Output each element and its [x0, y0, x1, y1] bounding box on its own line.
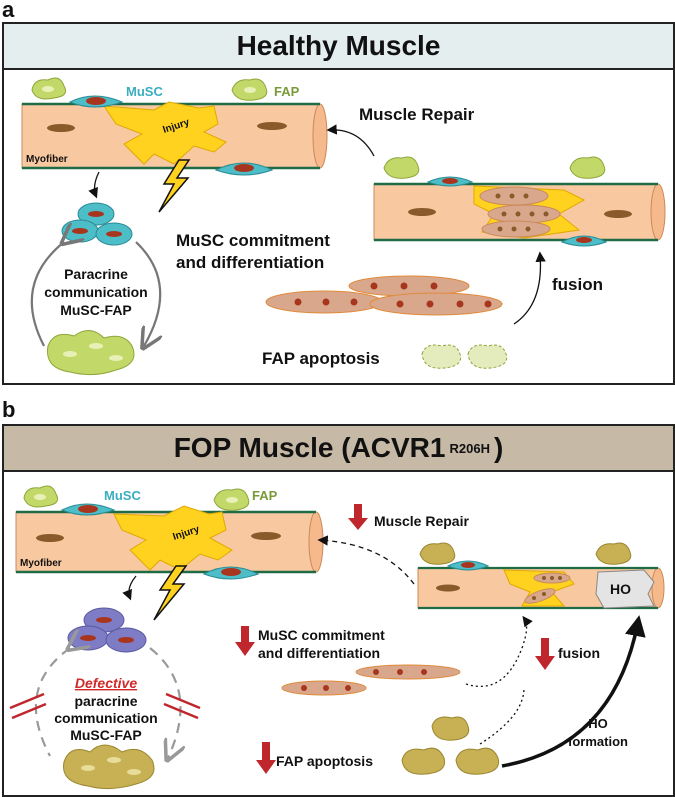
communication-label: communication — [44, 284, 147, 300]
fusion-label: fusion — [558, 645, 600, 661]
defective-label: Defective — [75, 675, 137, 691]
fop-title-close: ) — [493, 432, 504, 463]
ho-formation-label: HO — [588, 716, 608, 731]
commitment-label: MuSC commitment — [258, 627, 385, 643]
fap-cell-fop — [595, 542, 632, 565]
differentiation-label: and differentiation — [176, 253, 324, 272]
healthy-muscle-diagram: Injury MuSC FAP Myofiber — [21, 77, 666, 376]
musc-cluster-fop — [67, 607, 147, 653]
fop-muscle-diagram: Injury MuSC FAP Myofiber — [9, 485, 665, 790]
fap-cluster — [46, 330, 135, 376]
lightning-bolt-icon — [153, 565, 188, 621]
panel-letter-a: a — [2, 0, 15, 22]
blocked-signal-marker — [9, 692, 47, 720]
musc-cluster — [61, 202, 133, 246]
musc-fap-label: MuSC-FAP — [70, 727, 142, 743]
musc-cell — [446, 560, 490, 571]
musc-label: MuSC — [126, 84, 163, 99]
musc-cell — [68, 95, 124, 108]
fap-cell — [213, 488, 250, 511]
fap-cluster-fop — [63, 744, 155, 790]
fap-apoptosis-label: FAP apoptosis — [262, 349, 380, 368]
musc-label: MuSC — [104, 488, 141, 503]
myocytes — [281, 664, 461, 696]
down-arrow-icon — [348, 504, 368, 530]
fap-cell — [31, 77, 67, 100]
blocked-signal-marker — [163, 692, 201, 720]
down-arrow-icon — [535, 638, 555, 670]
fusion-label: fusion — [552, 275, 603, 294]
musc-cell — [426, 176, 474, 187]
fap-cell-fop — [419, 542, 456, 565]
muscle-repair-label: Muscle Repair — [359, 105, 475, 124]
fap-cell-fop — [455, 747, 500, 775]
fap-cell — [383, 156, 420, 179]
injury-zone: Injury — [103, 101, 227, 165]
lightning-bolt-icon — [158, 159, 191, 213]
paracrine-label: paracrine — [74, 693, 137, 709]
fop-title-text: FOP Muscle (ACVR1 — [173, 432, 446, 463]
differentiation-label: and differentiation — [258, 645, 380, 661]
myofiber-label: Myofiber — [26, 154, 68, 165]
myofiber-label: Myofiber — [20, 558, 62, 569]
musc-cell — [214, 162, 274, 176]
fap-cell-fop — [431, 716, 470, 741]
myofiber-regenerating — [373, 182, 666, 242]
myocytes — [265, 275, 503, 316]
fap-label: FAP — [274, 84, 300, 99]
heterotopic-ossification: HO — [595, 569, 655, 609]
injury-zone: Injury — [113, 505, 233, 571]
panel-letter-b: b — [2, 397, 16, 422]
panel-title-healthy: Healthy Muscle — [4, 24, 673, 70]
fop-title-superscript: R206H — [449, 440, 490, 456]
fap-cell-fop — [401, 747, 446, 775]
musc-fap-label: MuSC-FAP — [60, 302, 132, 318]
fap-cell — [231, 78, 268, 101]
paracrine-label: Paracrine — [64, 266, 128, 282]
down-arrow-icon — [256, 742, 276, 774]
formation-label: formation — [568, 734, 628, 749]
fap-cell — [23, 485, 59, 508]
musc-cell — [560, 235, 608, 247]
commitment-label: MuSC commitment — [176, 231, 330, 250]
musc-cell — [202, 566, 260, 580]
muscle-repair-label: Muscle Repair — [374, 513, 469, 529]
down-arrow-icon — [235, 626, 255, 656]
panel-healthy-muscle: Healthy Muscle Injury — [2, 22, 675, 385]
communication-label: communication — [54, 710, 157, 726]
fap-cell — [569, 156, 606, 179]
musc-cell — [60, 503, 116, 516]
ho-label: HO — [610, 581, 631, 597]
apoptotic-fap-cell — [467, 344, 508, 369]
apoptotic-fap-cell — [421, 344, 462, 369]
fap-label: FAP — [252, 488, 278, 503]
fap-apoptosis-label: FAP apoptosis — [276, 753, 373, 769]
